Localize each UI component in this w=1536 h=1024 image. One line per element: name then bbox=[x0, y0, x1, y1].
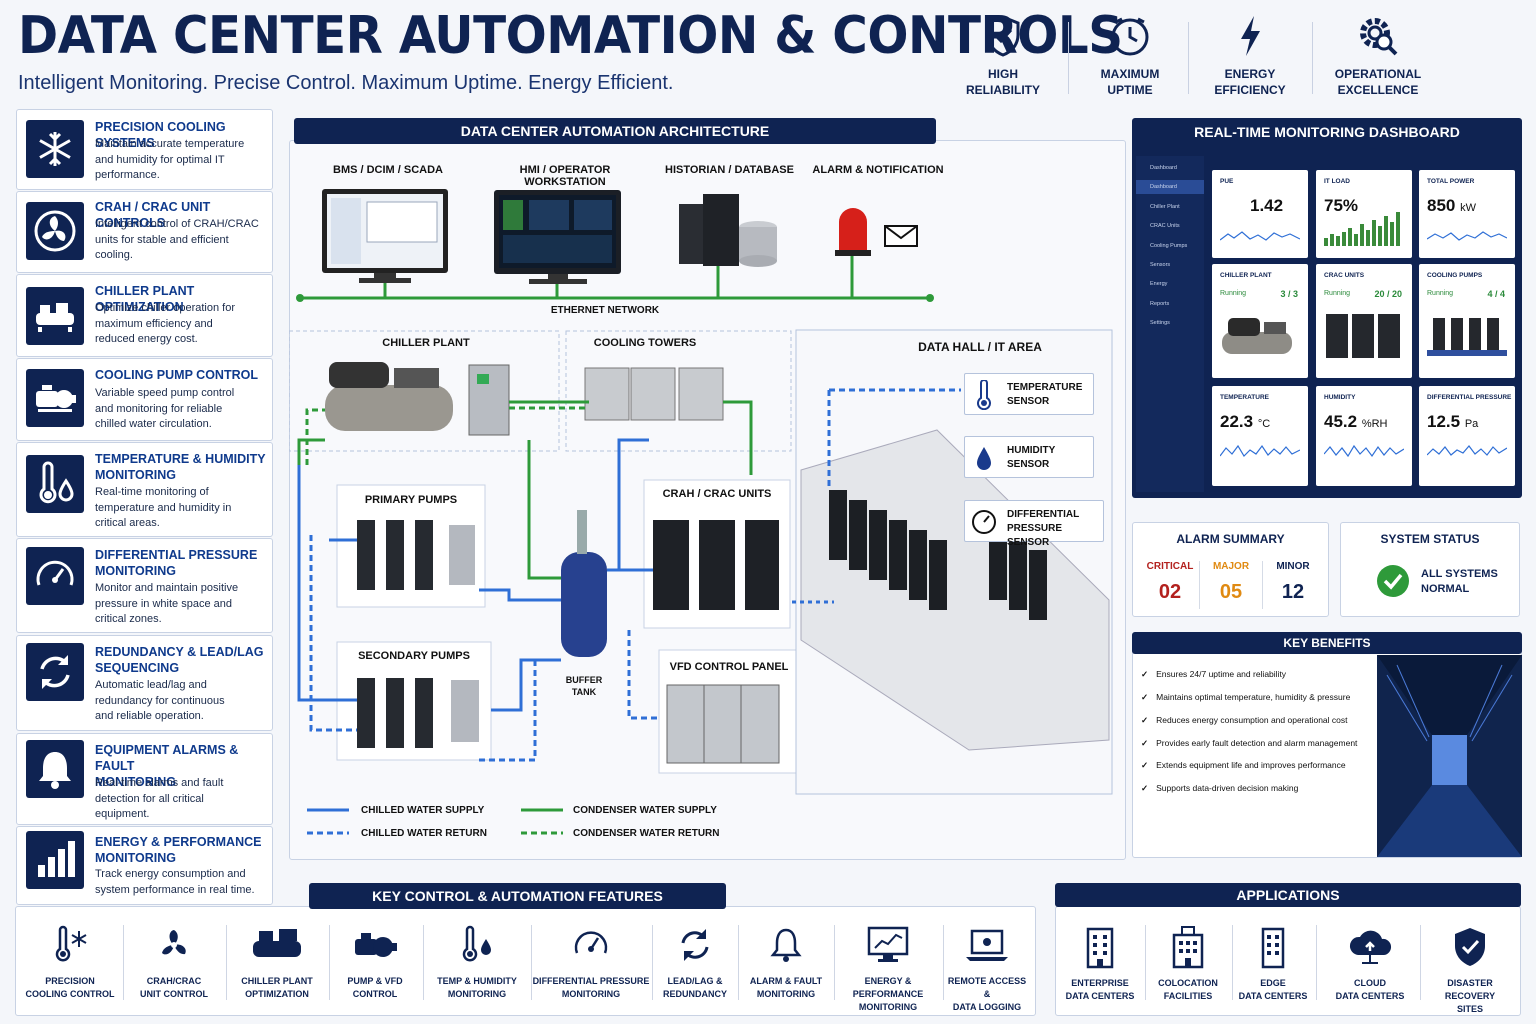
refresh-icon bbox=[681, 929, 709, 961]
feature-card-cooling-pump: COOLING PUMP CONTROL Variable speed pump… bbox=[16, 358, 273, 441]
monitor-chart-icon bbox=[867, 926, 909, 962]
data-hall-floor bbox=[800, 429, 1110, 751]
water-drop-icon bbox=[977, 447, 991, 470]
cloud-icon bbox=[1349, 930, 1392, 964]
ethernet-label: ETHERNET NETWORK bbox=[550, 305, 660, 316]
feature-card-crah-crac: CRAH / CRAC UNIT CONTROLS Intelligent co… bbox=[16, 191, 273, 273]
hmi-workstation bbox=[494, 190, 621, 284]
vfd-panel bbox=[666, 684, 780, 764]
feature-remote-access: REMOTE ACCESS &DATA LOGGING bbox=[944, 925, 1030, 1014]
server-aisle-image bbox=[1377, 655, 1522, 857]
feature-lead-lag: LEAD/LAG &REDUNDANCY bbox=[653, 925, 737, 1001]
shield-check-icon bbox=[986, 15, 1020, 57]
alarm-summary: ALARM SUMMARY CRITICAL 02 MAJOR 05 MINOR… bbox=[1132, 522, 1329, 617]
pump-icon bbox=[355, 933, 397, 957]
bell-icon bbox=[770, 928, 802, 962]
building-icon bbox=[1086, 927, 1114, 969]
chiller-icon bbox=[26, 287, 84, 345]
cooling-towers bbox=[584, 367, 724, 421]
clock-icon bbox=[1111, 17, 1149, 56]
secondary-pumps bbox=[357, 678, 479, 748]
crah-units bbox=[653, 520, 779, 610]
page-title: DATA CENTER AUTOMATION & CONTROLS bbox=[18, 6, 1123, 66]
historian-servers bbox=[679, 194, 777, 267]
refresh-icon bbox=[26, 643, 84, 701]
pump-icon bbox=[26, 369, 84, 427]
bar-chart-icon bbox=[26, 831, 84, 889]
thermometer-icon bbox=[977, 380, 991, 410]
fan-icon bbox=[26, 202, 84, 260]
lightning-icon bbox=[1241, 16, 1260, 56]
page-subtitle: Intelligent Monitoring. Precise Control.… bbox=[18, 72, 674, 94]
bell-icon bbox=[26, 740, 84, 798]
thermometer-drop-icon bbox=[26, 455, 84, 513]
check-circle-icon bbox=[1377, 565, 1409, 597]
feature-card-precision-cooling: PRECISION COOLING SYSTEMS Maintain accur… bbox=[16, 109, 273, 190]
shield-check-icon bbox=[1455, 928, 1485, 966]
gauge-icon bbox=[26, 547, 84, 605]
building-icon bbox=[1172, 926, 1204, 969]
building-icon bbox=[1261, 927, 1285, 969]
gauge-icon bbox=[574, 931, 608, 954]
snowflake-icon bbox=[26, 120, 84, 178]
fan-icon bbox=[162, 930, 186, 955]
architecture-diagram bbox=[289, 189, 1113, 835]
chiller-unit bbox=[325, 362, 510, 436]
applications-panel bbox=[1055, 906, 1521, 1016]
architecture-header: DATA CENTER AUTOMATION ARCHITECTURE bbox=[294, 118, 936, 144]
thermometer-snowflake-icon bbox=[55, 925, 87, 962]
chiller-icon bbox=[253, 929, 301, 957]
thermometer-drop-icon bbox=[462, 925, 491, 962]
gauge-icon bbox=[972, 510, 996, 534]
gear-search-icon bbox=[1360, 18, 1398, 56]
primary-pumps bbox=[357, 520, 475, 590]
monitoring-dashboard: REAL-TIME MONITORING DASHBOARD Dashboard… bbox=[1132, 118, 1522, 498]
laptop-icon bbox=[966, 929, 1008, 961]
buffer-tank bbox=[561, 510, 607, 657]
scada-monitor bbox=[322, 189, 448, 283]
feature-card-chiller-plant: CHILLER PLANT OPTIMIZATION Optimize chil… bbox=[16, 274, 273, 357]
alarm-beacon bbox=[835, 208, 918, 256]
